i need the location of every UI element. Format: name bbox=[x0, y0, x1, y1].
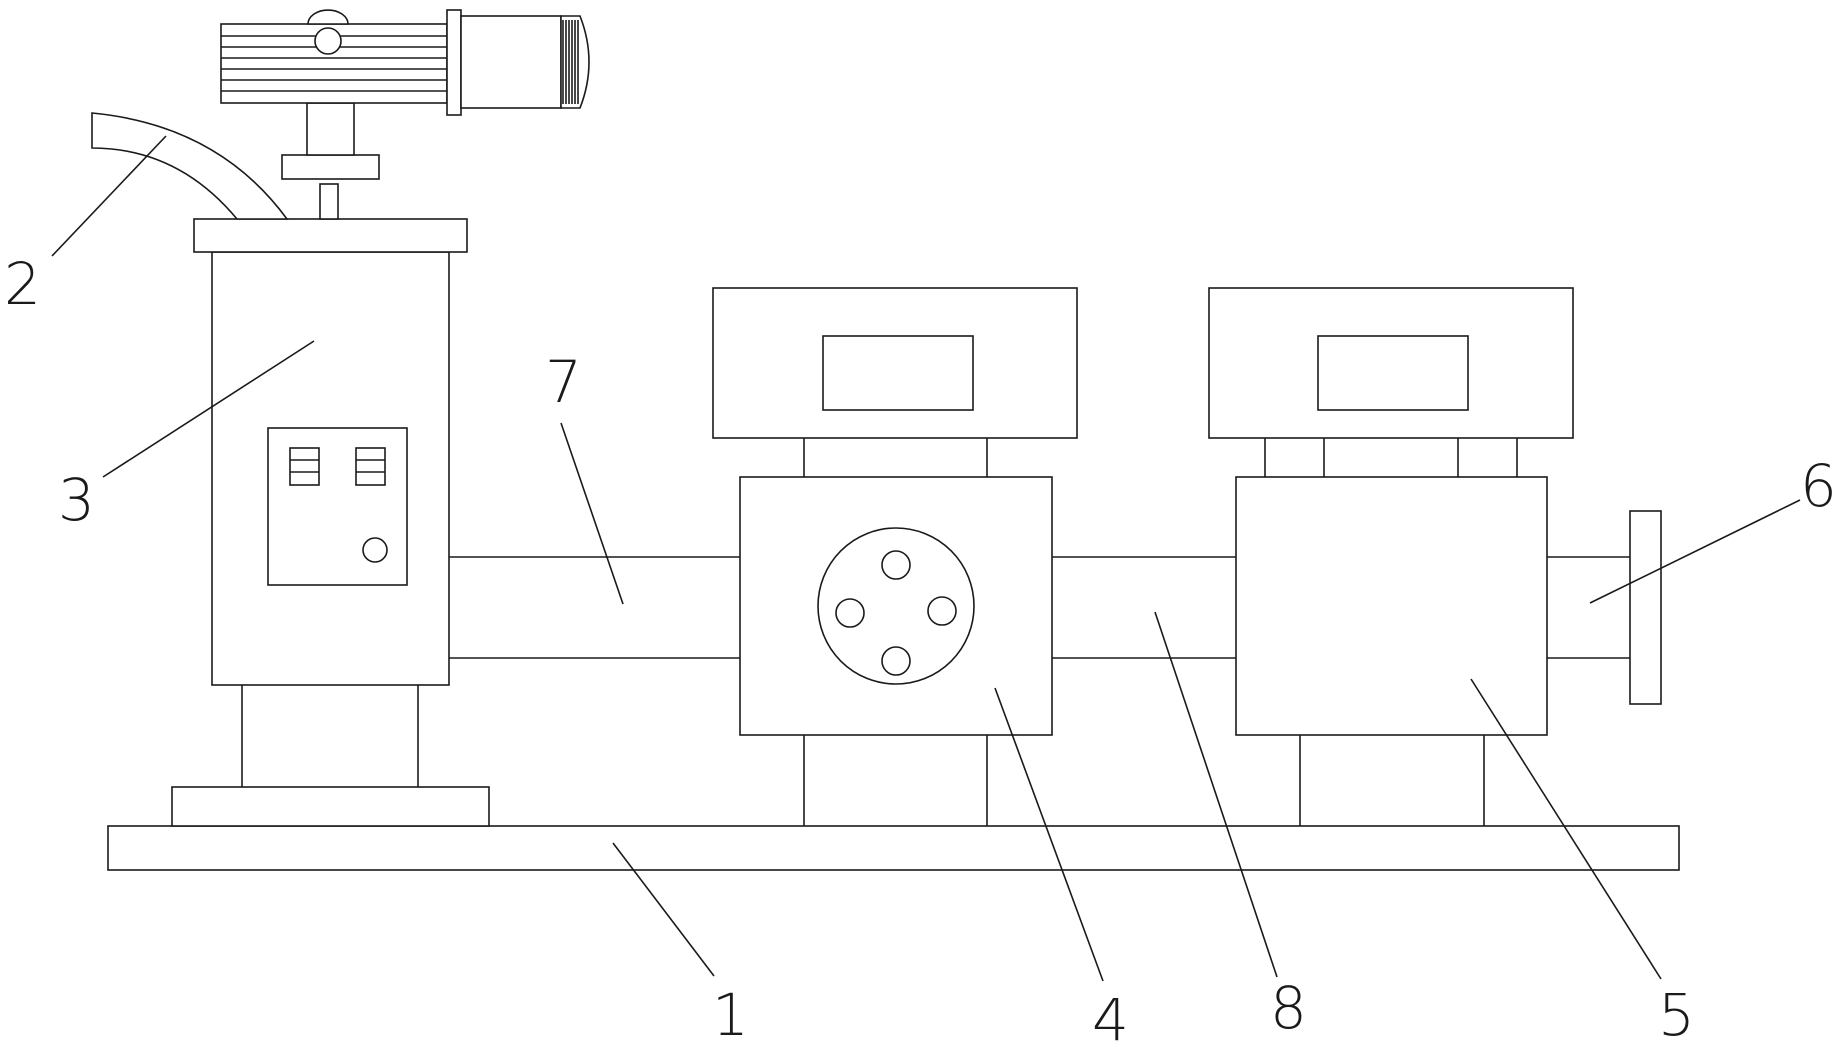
leader-lines bbox=[51, 135, 1801, 982]
leader-line-5 bbox=[1470, 678, 1662, 980]
second-unit bbox=[1208, 287, 1574, 826]
port-icon bbox=[881, 646, 911, 676]
display-window bbox=[822, 335, 974, 411]
leader-line-2 bbox=[51, 135, 167, 257]
shaft-icon bbox=[314, 27, 342, 55]
base-plate bbox=[107, 825, 1680, 871]
gearbox bbox=[220, 9, 448, 104]
leader-line-1 bbox=[612, 842, 715, 977]
part-label-6: 6 bbox=[1800, 452, 1837, 520]
tank-pedestal bbox=[171, 685, 490, 827]
part-label-1: 1 bbox=[712, 981, 749, 1047]
switch-icon bbox=[355, 447, 386, 486]
inlet-pipe bbox=[91, 112, 289, 220]
first-pipe bbox=[449, 556, 740, 659]
leader-line-6 bbox=[1589, 499, 1801, 604]
port-icon bbox=[927, 596, 957, 626]
port-icon bbox=[881, 550, 911, 580]
switch-icon bbox=[289, 447, 320, 486]
knob-icon bbox=[362, 537, 388, 563]
control-panel bbox=[267, 427, 408, 586]
port-icon bbox=[835, 598, 865, 628]
part-label-7: 7 bbox=[545, 348, 582, 416]
leader-line-7 bbox=[560, 422, 624, 605]
part-label-3: 3 bbox=[58, 466, 95, 534]
part-label-5: 5 bbox=[1658, 981, 1695, 1047]
mixing-tank bbox=[193, 218, 468, 686]
part-labels: 1 2 3 4 5 6 7 8 bbox=[4, 250, 1837, 1047]
leader-line-4 bbox=[994, 687, 1104, 982]
port-plate bbox=[817, 527, 975, 685]
part-label-4: 4 bbox=[1092, 986, 1129, 1047]
leader-line-8 bbox=[1154, 611, 1278, 978]
part-label-2: 2 bbox=[4, 250, 41, 318]
motor bbox=[446, 9, 590, 116]
outlet-flange bbox=[1547, 510, 1662, 705]
display-window bbox=[1317, 335, 1469, 411]
second-pipe bbox=[1052, 556, 1236, 659]
first-unit bbox=[712, 287, 1078, 826]
motor-drive bbox=[220, 9, 590, 220]
leader-line-3 bbox=[102, 340, 315, 478]
part-label-8: 8 bbox=[1270, 974, 1307, 1042]
